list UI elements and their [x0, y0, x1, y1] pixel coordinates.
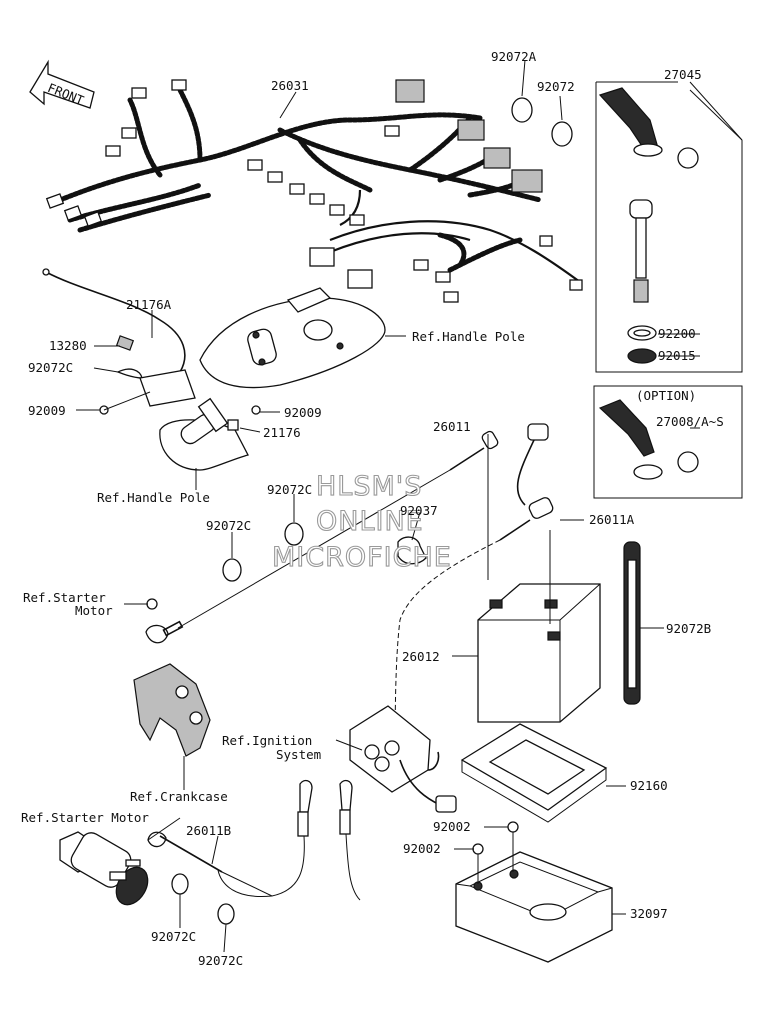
- leader-lines: [76, 59, 743, 953]
- label-27045: 27045: [664, 67, 702, 82]
- label-92002-a: 92002: [433, 819, 471, 834]
- band-92072c-mid2: [222, 558, 242, 582]
- label-13280: 13280: [49, 338, 87, 353]
- label-ref-starter-motor: Ref.Starter Motor: [21, 810, 149, 825]
- label-92072c-e: 92072C: [198, 953, 243, 968]
- label-92160: 92160: [630, 778, 668, 793]
- label-92072c-d: 92072C: [151, 929, 196, 944]
- watermark-line-1: HLSM'S: [316, 471, 422, 502]
- wiring-harness: [45, 79, 583, 303]
- label-92200: 92200: [658, 326, 696, 341]
- label-ref-handle-pole-bottom: Ref.Handle Pole: [97, 490, 210, 505]
- label-92072a: 92072A: [491, 49, 537, 64]
- label-92002-b: 92002: [403, 841, 441, 856]
- label-92072: 92072: [537, 79, 575, 94]
- label-26031: 26031: [271, 78, 309, 93]
- label-ref-crankcase: Ref.Crankcase: [130, 789, 228, 804]
- label-ref-ignition-b: System: [276, 747, 321, 762]
- battery-tray-92160: [460, 723, 608, 823]
- label-92015: 92015: [658, 348, 696, 363]
- lead-21176a: [42, 268, 186, 373]
- front-arrow-icon: FRONT: [29, 59, 95, 109]
- label-option: (OPTION): [636, 388, 696, 403]
- cable-26011: [177, 430, 499, 629]
- band-92072c-top: [116, 368, 143, 379]
- label-26012: 26012: [402, 649, 440, 664]
- band-92072a: [511, 97, 533, 123]
- band-92072c-low1: [171, 873, 189, 895]
- key-kit-box: [595, 81, 743, 373]
- label-21176a: 21176A: [126, 297, 172, 312]
- label-ref-starter-b: Motor: [75, 603, 113, 618]
- watermark-line-3: MICROFICHE: [272, 542, 452, 573]
- label-ref-handle-pole-top: Ref.Handle Pole: [412, 329, 525, 344]
- watermark-line-2: ONLINE: [316, 506, 424, 537]
- battery-26012: [477, 530, 601, 723]
- label-26011a: 26011A: [589, 512, 635, 527]
- label-92072c-c: 92072C: [206, 518, 251, 533]
- handle-pole-assembly: [199, 287, 386, 389]
- label-26011b: 26011B: [186, 823, 231, 838]
- battery-case-32097: [455, 851, 613, 963]
- label-27008: 27008/A~S: [656, 414, 724, 429]
- label-92072c-b: 92072C: [267, 482, 312, 497]
- band-92072c-mid1: [284, 522, 304, 546]
- starter-motor: [59, 831, 149, 906]
- starter-relay: [349, 705, 457, 813]
- label-92037: 92037: [400, 503, 438, 518]
- bracket-left: [139, 369, 196, 407]
- label-ref-starter-a: Ref.Starter: [23, 590, 106, 605]
- cable-26011a: [394, 423, 554, 781]
- bolt-92002-lower: [472, 843, 484, 884]
- band-92072: [551, 121, 573, 147]
- label-ref-ignition-a: Ref.Ignition: [222, 733, 312, 748]
- band-92072c-low2: [217, 903, 235, 925]
- option-box: [593, 385, 743, 499]
- switch-21176: [159, 397, 261, 471]
- plate-13280: [115, 335, 135, 351]
- label-92009-left: 92009: [28, 403, 66, 418]
- strap-92072b: [623, 541, 641, 705]
- starter-motor-bracket: [133, 598, 211, 757]
- label-92009-right: 92009: [284, 405, 322, 420]
- label-92072c-a: 92072C: [28, 360, 73, 375]
- cable-26011b: [147, 831, 273, 897]
- clamp-92037: [397, 536, 427, 565]
- label-92072b: 92072B: [666, 621, 711, 636]
- label-21176: 21176: [263, 425, 301, 440]
- label-26011: 26011: [433, 419, 471, 434]
- ignition-leads: [217, 779, 361, 901]
- label-32097: 32097: [630, 906, 668, 921]
